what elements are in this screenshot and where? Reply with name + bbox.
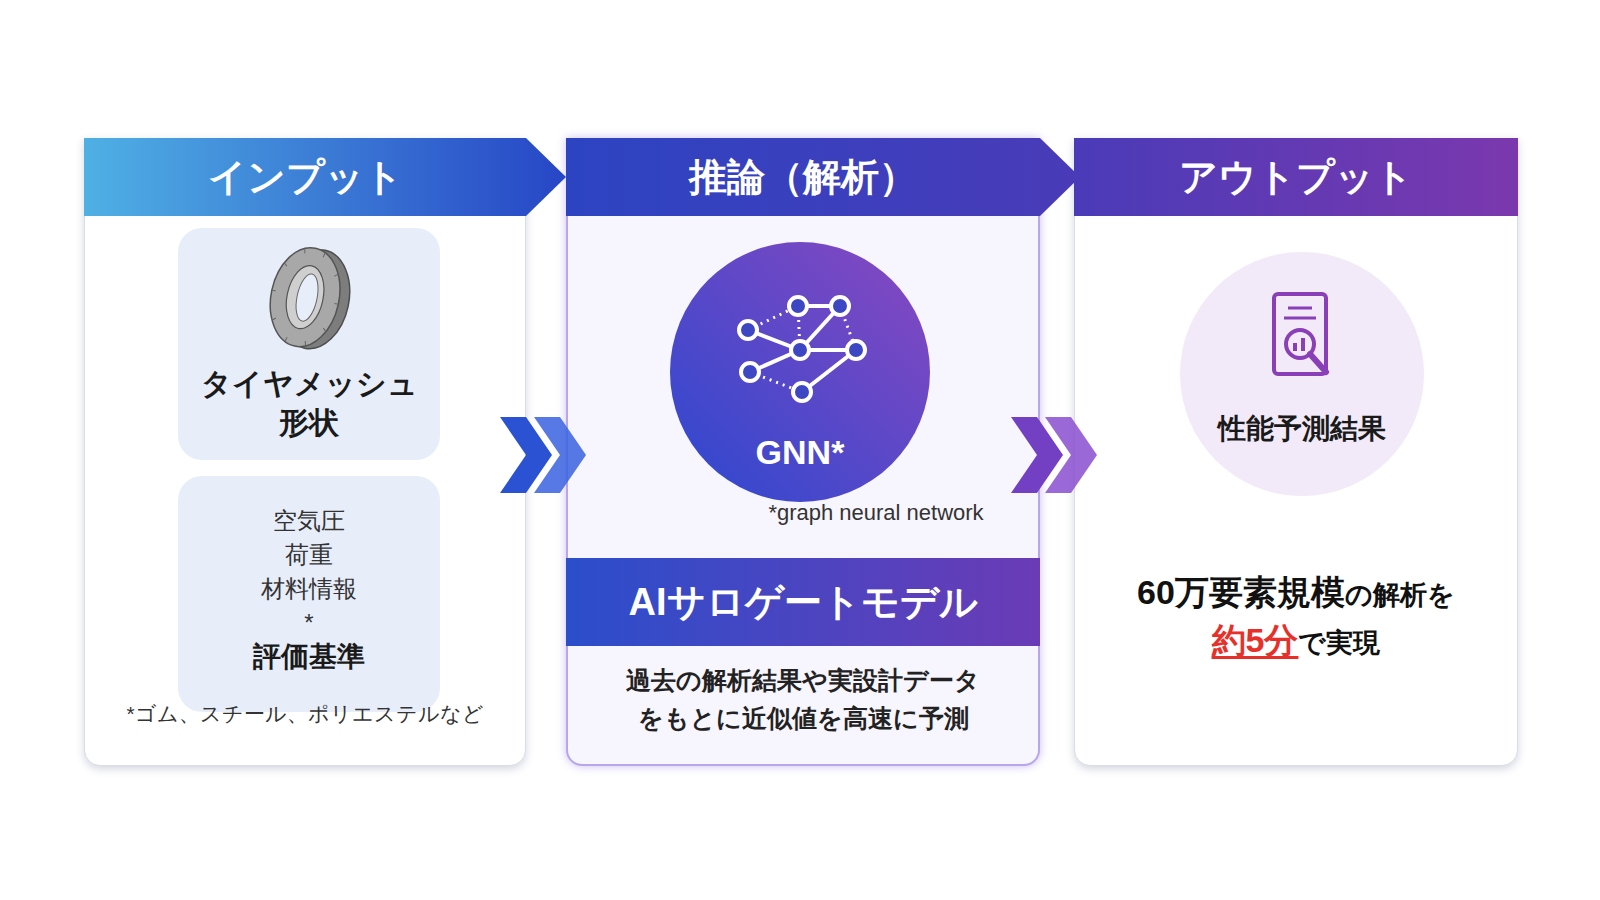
text-run: 空気圧 荷重 材料情報* bbox=[261, 504, 357, 640]
result-text: 60万要素規模 bbox=[1137, 570, 1345, 616]
node-heading: GNN* bbox=[670, 432, 930, 473]
node-heading: アウトプット bbox=[1074, 138, 1518, 216]
surrogate-model-band: AIサロゲートモデル過去の解析結果や実設計データ をもとに近似値を高速に予測 bbox=[566, 558, 1040, 766]
panel-body bbox=[1074, 138, 1518, 766]
parameter-box: 空気圧 荷重 材料情報*評価基準 bbox=[178, 476, 440, 712]
node-heading: 空気圧 荷重 材料情報* bbox=[178, 504, 440, 640]
text-run: 過去の解析結果や実設計データ をもとに近似値を高速に予測 bbox=[626, 662, 980, 737]
tire-illustration bbox=[259, 238, 359, 358]
header-band bbox=[1074, 138, 1518, 216]
result-circle: 性能予測結果 bbox=[1180, 252, 1424, 496]
output-panel: アウトプット性能予測結果 bbox=[1074, 138, 1518, 766]
header-band bbox=[566, 138, 1080, 216]
chevron-arrow bbox=[1011, 417, 1097, 493]
node-body-text: 評価基準 bbox=[178, 640, 440, 674]
result-text: の解析を bbox=[1345, 577, 1455, 613]
model-band bbox=[566, 558, 1040, 646]
node-heading: 推論（解析） bbox=[566, 138, 1040, 216]
input-panel: インプットタイヤメッシュ 形状空気圧 荷重 材料情報*評価基準 bbox=[84, 138, 526, 766]
chevron-arrow bbox=[500, 417, 586, 493]
node-heading: 性能予測結果 bbox=[1180, 412, 1424, 446]
header-band bbox=[84, 138, 566, 216]
text-run: タイヤメッシュ 形状 bbox=[201, 364, 418, 442]
footnote: *graph neural network bbox=[726, 500, 1026, 526]
panel-body bbox=[566, 138, 1040, 766]
text-line: 約5分で実現 bbox=[1074, 618, 1518, 664]
node-body-text: 過去の解析結果や実設計データ をもとに近似値を高速に予測 bbox=[566, 662, 1040, 737]
tire-mesh-box: タイヤメッシュ 形状 bbox=[178, 228, 440, 460]
node-heading: AIサロゲートモデル bbox=[566, 558, 1040, 646]
node-heading: タイヤメッシュ 形状 bbox=[178, 364, 440, 442]
panel-body bbox=[84, 138, 526, 766]
result-text: 約5分 bbox=[1212, 618, 1299, 664]
node-heading: インプット bbox=[84, 138, 526, 216]
inference-panel: 推論（解析） GNN* AIサロゲートモデル過去の解析結果や実設計データ をもとに近… bbox=[566, 138, 1040, 766]
gnn-circle-shape bbox=[670, 242, 930, 502]
result-text: で実現 bbox=[1298, 625, 1380, 661]
text-line: 60万要素規模の解析を bbox=[1074, 570, 1518, 616]
chevron-head bbox=[1045, 417, 1097, 493]
report-icon bbox=[1260, 288, 1344, 392]
gnn-circle: GNN* bbox=[670, 242, 930, 502]
chevron-head bbox=[534, 417, 586, 493]
footnote: *ゴム、スチール、ポリエステルなど bbox=[84, 700, 526, 728]
